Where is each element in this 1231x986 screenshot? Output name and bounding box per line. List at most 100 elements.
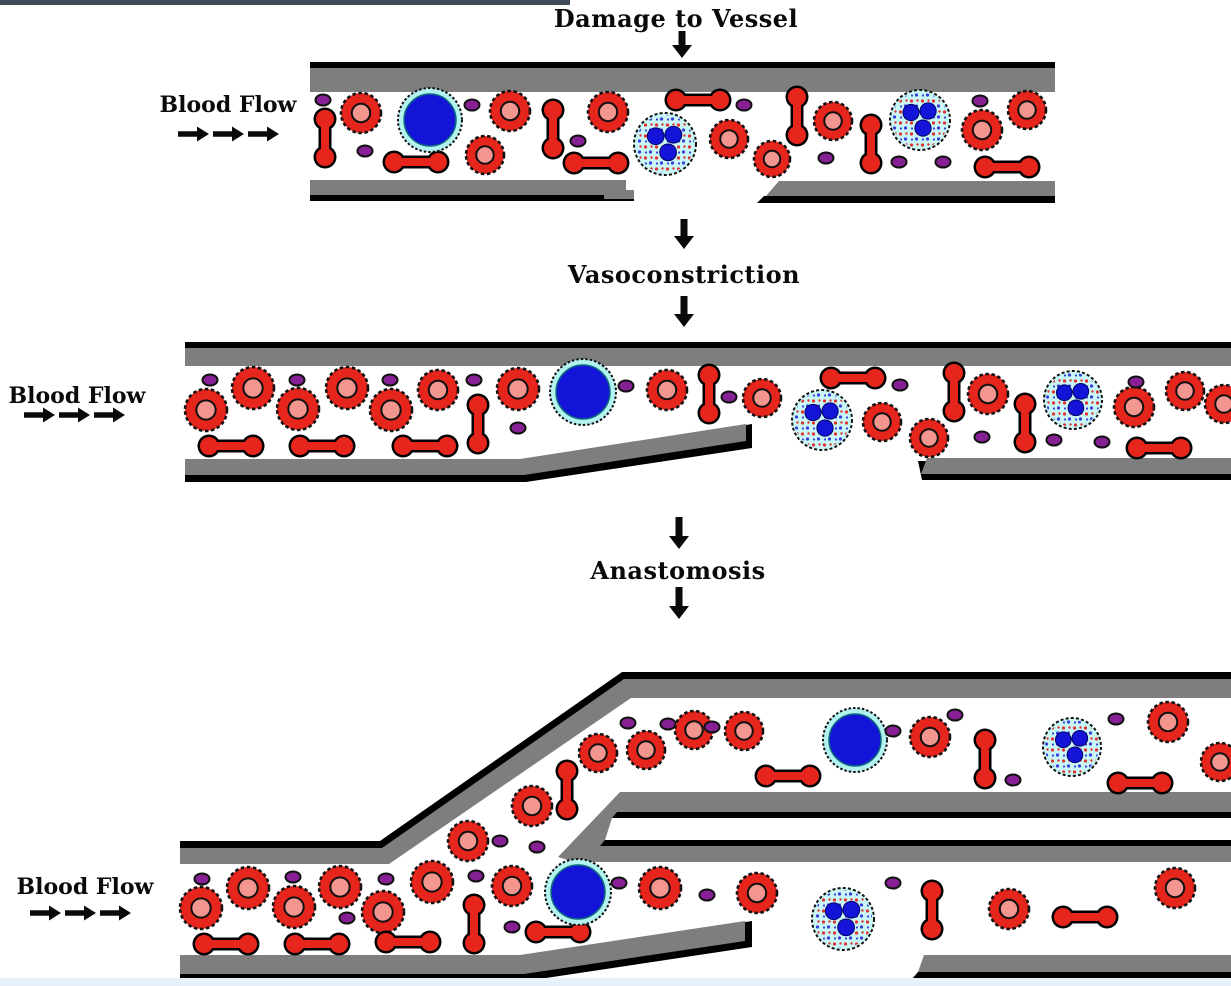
platelet-dot <box>356 144 374 158</box>
platelet-dot <box>509 421 527 435</box>
flow-arrow-icon <box>94 407 125 423</box>
red-blood-cell <box>741 377 783 419</box>
platelet-dot <box>698 888 716 902</box>
red-blood-cell <box>735 871 779 915</box>
red-blood-cell <box>271 884 317 930</box>
down-arrow-icon <box>674 296 694 327</box>
red-blood-cell <box>987 887 1031 931</box>
white-blood-cell <box>544 858 612 926</box>
flow-arrow-icon <box>100 905 131 921</box>
flow-arrow-icon <box>59 407 90 423</box>
platelet-dumbbell <box>462 893 486 955</box>
granulocyte-cell <box>633 112 697 176</box>
platelet-dot <box>463 98 481 112</box>
p3-outer-wall-outer <box>180 672 1231 848</box>
granulocyte-cell <box>791 389 853 451</box>
red-blood-cell <box>324 365 370 411</box>
red-blood-cell <box>752 139 792 179</box>
platelet-dumbbell <box>1051 905 1119 929</box>
platelet-dot <box>973 430 991 444</box>
blood-flow-label-1: Blood Flow <box>159 92 297 118</box>
p1-top-wall-outer <box>310 62 1055 68</box>
platelet-dot <box>528 840 546 854</box>
p3-bottom-wall-right-outer <box>912 972 1231 979</box>
p1-bottom-wall-right <box>766 181 1055 196</box>
red-blood-cell <box>966 372 1010 416</box>
platelet-dumbbell <box>1106 771 1174 795</box>
platelet-dot <box>381 373 399 387</box>
platelet-dot <box>465 373 483 387</box>
red-blood-cell <box>1112 385 1156 429</box>
red-blood-cell <box>708 118 750 160</box>
platelet-dot <box>491 834 509 848</box>
flow-arrow-icon <box>30 905 61 921</box>
platelet-dot <box>1127 375 1145 389</box>
platelet-dot <box>890 155 908 169</box>
arrows <box>24 31 694 921</box>
red-blood-cell <box>368 387 414 433</box>
platelet-dumbbell <box>192 932 260 956</box>
p3-divider-slot <box>605 818 1231 840</box>
platelet-dot <box>193 872 211 886</box>
red-blood-cell <box>490 864 534 908</box>
granulocyte-cell <box>1043 370 1103 430</box>
red-blood-cell <box>577 732 619 774</box>
platelet-dot <box>735 98 753 112</box>
flow-arrow-icon <box>178 126 209 142</box>
platelet-dot <box>619 716 637 730</box>
down-arrow-icon <box>672 31 692 58</box>
platelet-dot <box>338 911 356 925</box>
red-blood-cell <box>625 729 667 771</box>
platelet-dumbbell <box>1013 392 1037 454</box>
p2-bottom-wall-right <box>921 458 1231 474</box>
platelet-dumbbell <box>391 434 459 458</box>
platelet-dumbbell <box>555 759 579 821</box>
platelet-dumbbell <box>288 434 356 458</box>
platelet-dumbbell <box>785 85 809 147</box>
platelet-dumbbell <box>382 150 450 174</box>
platelet-dumbbell <box>942 361 966 423</box>
red-blood-cell <box>183 387 229 433</box>
platelet-dot <box>946 708 964 722</box>
bottom-strip <box>0 978 1231 986</box>
platelet-dot <box>377 872 395 886</box>
platelet-dot <box>201 373 219 387</box>
red-blood-cell <box>416 368 460 412</box>
platelet-dot <box>703 720 721 734</box>
p3-bottom-wall-left <box>180 921 745 974</box>
white-blood-cell <box>397 87 463 153</box>
red-blood-cell <box>446 819 490 863</box>
platelet-dot <box>884 724 902 738</box>
blood-flow-label-3: Blood Flow <box>16 874 154 900</box>
platelet-dumbbell <box>973 728 997 790</box>
platelet-dot <box>1107 712 1125 726</box>
red-blood-cell <box>275 386 321 432</box>
red-blood-cell <box>1146 700 1190 744</box>
step-title-anastomosis: Anastomosis <box>590 556 766 585</box>
red-blood-cell <box>908 715 952 759</box>
p1-top-wall <box>310 68 1055 92</box>
platelet-dumbbell <box>466 393 490 455</box>
red-blood-cell <box>495 366 541 412</box>
flow-arrow-icon <box>248 126 279 142</box>
platelet-dumbbell <box>973 155 1041 179</box>
red-blood-cell <box>861 401 903 443</box>
red-blood-cell <box>409 859 455 905</box>
platelet-dot <box>884 876 902 890</box>
platelet-dumbbell <box>374 930 442 954</box>
red-blood-cell <box>586 90 630 134</box>
p1-bottom-wall-right-outer <box>757 196 1055 203</box>
p2-top-wall <box>185 348 1231 366</box>
platelet-dumbbell <box>1125 436 1193 460</box>
platelet-dumbbell <box>819 366 887 390</box>
platelet-dot <box>288 373 306 387</box>
p1-bottom-wall-left-outer <box>310 194 634 201</box>
platelet-dot <box>1093 435 1111 449</box>
red-blood-cell <box>723 710 765 752</box>
red-blood-cell <box>1164 370 1206 412</box>
platelet-dot <box>720 390 738 404</box>
red-blood-cell <box>225 865 271 911</box>
platelet-dot <box>971 94 989 108</box>
flow-arrow-icon <box>213 126 244 142</box>
